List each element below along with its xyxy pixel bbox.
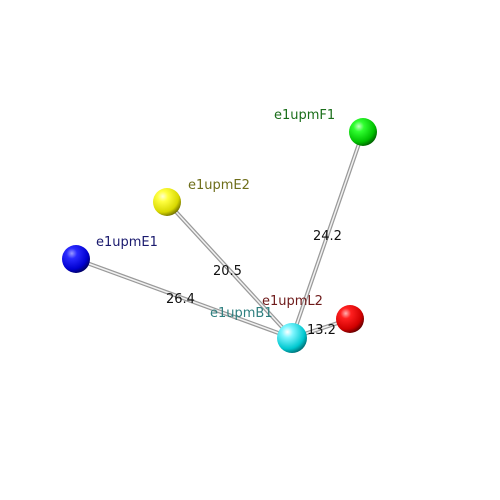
node-label-e1upmE1: e1upmE1 [96,235,158,250]
edge-e1upmE1-e1upmB1 [75,257,293,340]
edge-label-e1upmE2-e1upmB1: 20.5 [213,264,242,279]
edge-label-e1upmF1-e1upmB1: 24.2 [313,229,342,244]
node-label-e1upmE2: e1upmE2 [188,178,250,193]
edge-label-e1upmL2-e1upmB1: 13.2 [307,323,336,338]
node-label-e1upmL2: e1upmL2 [262,294,323,309]
edge-label-e1upmE1-e1upmB1: 26.4 [166,292,195,307]
node-label-e1upmB1: e1upmB1 [210,306,273,321]
edge-e1upmF1-e1upmB1 [290,131,365,339]
node-label-e1upmF1: e1upmF1 [274,108,335,123]
node-e1upmF1 [349,118,377,146]
node-e1upmL2 [336,305,364,333]
edge-e1upmE2-e1upmB1 [165,200,294,340]
node-e1upmB1 [277,323,307,353]
node-e1upmE1 [62,245,90,273]
node-e1upmE2 [153,188,181,216]
